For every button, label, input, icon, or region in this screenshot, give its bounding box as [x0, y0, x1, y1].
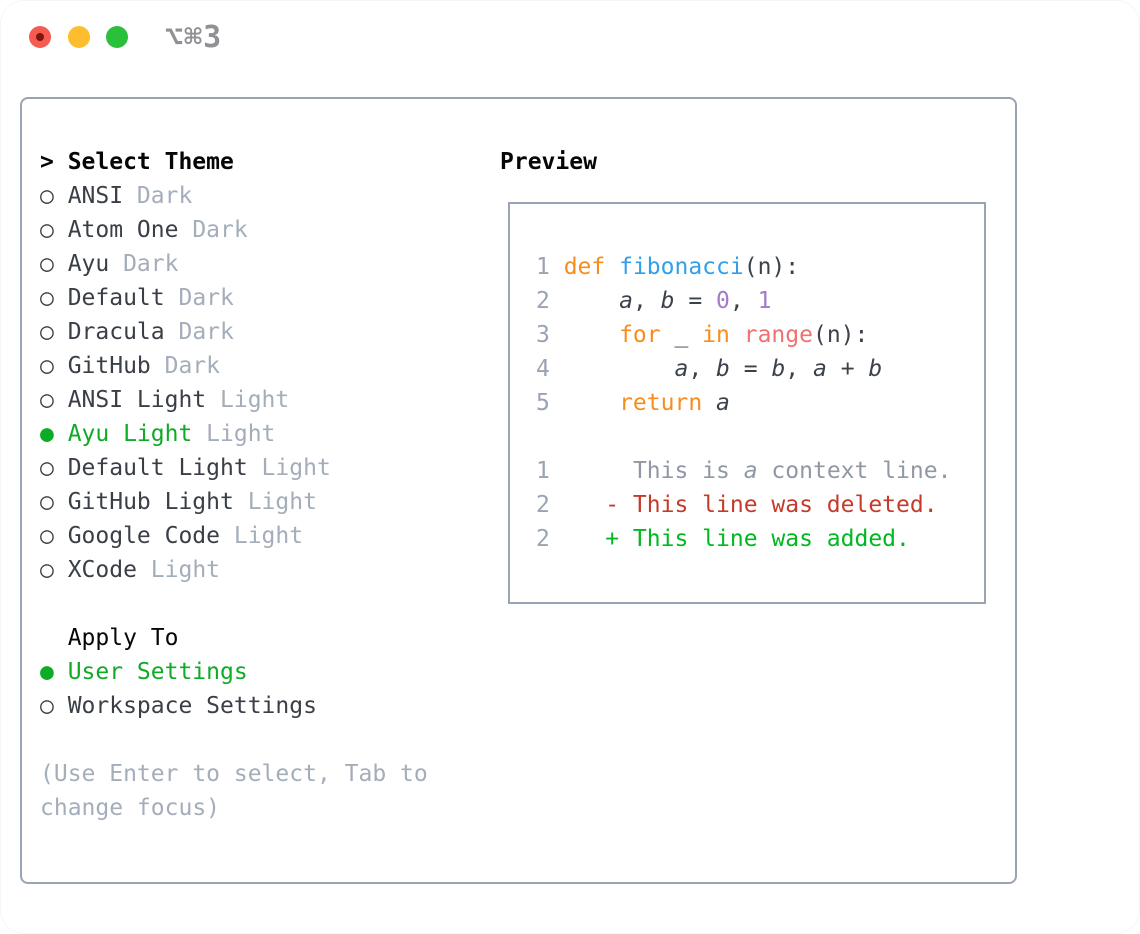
radio-unselected-icon: ○	[40, 217, 54, 243]
window-shortcut-label: ⌥⌘3	[165, 20, 223, 55]
hint-line-2: change focus)	[40, 795, 221, 821]
theme-option-github-dark[interactable]: ○GitHub Dark	[40, 349, 490, 383]
radio-unselected-icon: ○	[40, 251, 54, 277]
recording-dot-icon	[36, 33, 44, 41]
radio-unselected-icon: ○	[40, 489, 54, 515]
apply-to-title: Apply To	[67, 625, 179, 651]
preview-code-line: 1 This is a context line.	[536, 454, 984, 488]
theme-option-atom-one-dark[interactable]: ○Atom One Dark	[40, 213, 490, 247]
theme-option-github-light-light[interactable]: ○GitHub Light Light	[40, 485, 490, 519]
theme-list-column: >Select Theme ○ANSI Dark○Atom One Dark○A…	[40, 145, 490, 825]
select-theme-title: Select Theme	[67, 149, 234, 175]
preview-header: Preview	[500, 149, 597, 175]
apply-to-list: ●User Settings○Workspace Settings	[40, 655, 490, 723]
radio-unselected-icon: ○	[40, 523, 54, 549]
line-number: 4	[536, 356, 550, 382]
radio-unselected-icon: ○	[40, 319, 54, 345]
theme-option-xcode-light[interactable]: ○XCode Light	[40, 553, 490, 587]
focus-caret-icon: >	[40, 149, 54, 175]
line-number: 2	[536, 288, 550, 314]
apply-to-header: Apply To	[40, 621, 490, 655]
theme-option-google-code-light[interactable]: ○Google Code Light	[40, 519, 490, 553]
spacer	[40, 723, 490, 757]
preview-code-line: 2 + This line was added.	[536, 522, 984, 556]
select-theme-header: > Select Theme	[40, 145, 490, 179]
hint-line-1: (Use Enter to select, Tab to	[40, 761, 428, 787]
radio-selected-icon: ●	[40, 659, 54, 685]
theme-list: ○ANSI Dark○Atom One Dark○Ayu Dark○Defaul…	[40, 179, 490, 587]
preview-code-line: 3 for _ in range(n):	[536, 318, 984, 352]
radio-unselected-icon: ○	[40, 183, 54, 209]
apply-option-user-settings[interactable]: ●User Settings	[40, 655, 490, 689]
line-number: 3	[536, 322, 550, 348]
theme-option-ayu-dark[interactable]: ○Ayu Dark	[40, 247, 490, 281]
line-number: 1	[536, 458, 550, 484]
close-button[interactable]	[29, 26, 51, 48]
spacer	[40, 587, 490, 621]
theme-option-default-light-light[interactable]: ○Default Light Light	[40, 451, 490, 485]
minimize-button[interactable]	[68, 26, 90, 48]
theme-option-default-dark[interactable]: ○Default Dark	[40, 281, 490, 315]
line-number: 5	[536, 390, 550, 416]
radio-unselected-icon: ○	[40, 387, 54, 413]
preview-code-line	[536, 420, 984, 454]
radio-unselected-icon: ○	[40, 455, 54, 481]
radio-unselected-icon: ○	[40, 285, 54, 311]
radio-selected-icon: ●	[40, 421, 54, 447]
theme-option-ansi-dark[interactable]: ○ANSI Dark	[40, 179, 490, 213]
theme-option-ansi-light-light[interactable]: ○ANSI Light Light	[40, 383, 490, 417]
preview-code-line: 5 return a	[536, 386, 984, 420]
line-number: 2	[536, 492, 550, 518]
preview-code-line: 2 - This line was deleted.	[536, 488, 984, 522]
theme-option-dracula-dark[interactable]: ○Dracula Dark	[40, 315, 490, 349]
zoom-button[interactable]	[106, 26, 128, 48]
radio-unselected-icon: ○	[40, 353, 54, 379]
preview-code-line: 2 a, b = 0, 1	[536, 284, 984, 318]
radio-unselected-icon: ○	[40, 693, 54, 719]
line-number: 2	[536, 526, 550, 552]
theme-option-ayu-light-light[interactable]: ●Ayu Light Light	[40, 417, 490, 451]
line-number: 1	[536, 254, 550, 280]
preview-code-line: 4 a, b = b, a + b	[536, 352, 984, 386]
radio-unselected-icon: ○	[40, 557, 54, 583]
theme-picker-panel: >Select Theme ○ANSI Dark○Atom One Dark○A…	[20, 97, 1017, 884]
apply-option-workspace-settings[interactable]: ○Workspace Settings	[40, 689, 490, 723]
